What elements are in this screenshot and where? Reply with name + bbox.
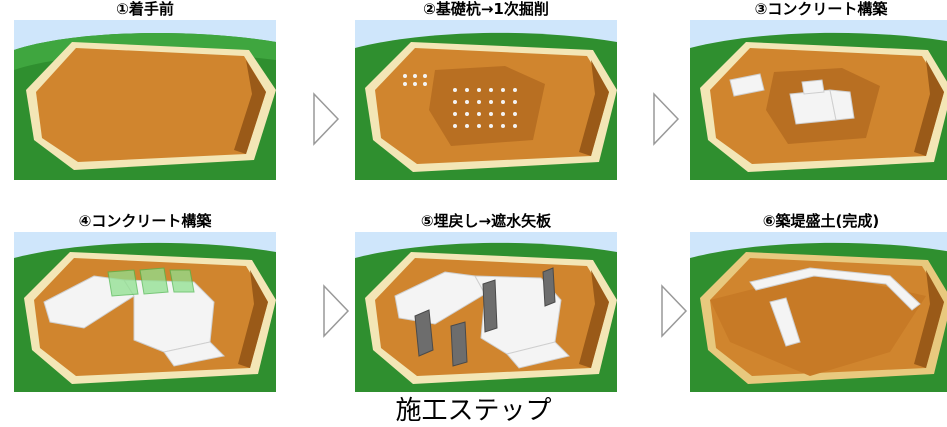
step-3-image [690,20,947,180]
arrow-4-icon [660,284,688,338]
step-4-image [14,232,276,392]
step-1-image [14,20,276,180]
step-5-image [355,232,617,392]
step-3-title: ③コンクリート構築 [754,0,888,18]
step-2-title: ②基礎杭→1次掘削 [423,0,549,18]
arrow-2-icon [652,92,680,146]
diagram-caption: 施工ステップ [395,396,552,426]
arrow-1-icon [312,92,340,146]
step-4-title: ④コンクリート構築 [78,212,212,230]
step-6-title: ⑥築堤盛土(完成) [762,212,880,230]
step-5-title: ⑤埋戻し→遮水矢板 [420,212,552,230]
step-1-title: ①着手前 [116,0,174,18]
step-2-image [355,20,617,180]
arrow-3-icon [322,284,350,338]
step-6-image [690,232,947,392]
